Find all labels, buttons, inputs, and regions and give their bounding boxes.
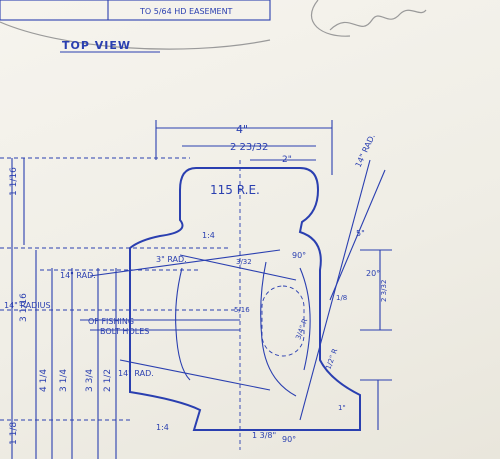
head-width-label: 4" <box>236 123 248 136</box>
small-5-16: 5/16 <box>234 306 250 314</box>
signature-scribble <box>329 9 427 31</box>
left-dim-2: 3 1/16 <box>19 293 29 322</box>
pencil-loop <box>311 0 351 37</box>
rad-14-top: 14" RAD. <box>354 133 377 169</box>
rad-14-low: 14" RAD. <box>118 369 154 378</box>
small-1-2r: 1/2" R <box>324 348 339 371</box>
fishing-label: OF FISHING <box>88 317 134 326</box>
small-2-3-32: 2 3/32 <box>380 280 388 302</box>
left-dim-6: 2 1/2 <box>103 369 113 392</box>
rail-profile <box>129 167 361 431</box>
small-3-4r: 3/4" R <box>294 318 309 341</box>
radius-14-label: 14" RADIUS <box>4 301 51 310</box>
dim-5: 5" <box>356 229 365 238</box>
easement-label: TO 5/64 HD EASEMENT <box>139 7 233 16</box>
rail-section-title: 115 R.E. <box>210 183 260 197</box>
small-1: 1" <box>338 404 346 412</box>
pencil-curve <box>0 21 271 50</box>
web-inner-left <box>175 267 191 381</box>
top-view-title: TOP VIEW <box>62 39 131 52</box>
angle-90-low: 90° <box>282 435 296 444</box>
top-view-frame <box>0 0 271 21</box>
left-dim-4: 3 1/4 <box>59 369 69 392</box>
rad-14-left: 14" RAD. <box>60 271 96 280</box>
small-3-32: 3/32 <box>236 258 252 266</box>
bolt-hole-outline <box>261 285 305 357</box>
angle-90-mid: 90° <box>292 251 306 260</box>
bolt-holes-label: BOLT HOLES <box>100 327 149 336</box>
ratio-top: 1:4 <box>202 231 215 240</box>
left-dim-7: 1 1/8 <box>9 422 19 445</box>
web-inner-right <box>260 261 297 397</box>
rad-3-label: 3" RAD. <box>156 255 187 264</box>
right-2-label: 2" <box>282 155 292 165</box>
mid-width-label: 2 23/32 <box>230 142 268 153</box>
left-dim-1: 1 1/16 <box>9 167 19 196</box>
left-dim-3: 4 1/4 <box>39 369 49 392</box>
angle-20: 20° <box>366 269 380 278</box>
web-inner-right-2 <box>299 267 311 371</box>
ratio-bottom: 1:4 <box>156 423 169 432</box>
small-1-8: 1/8 <box>336 294 347 302</box>
dim-1-3-8: 1 3/8" <box>252 431 276 440</box>
left-dim-5: 3 3/4 <box>85 369 95 392</box>
